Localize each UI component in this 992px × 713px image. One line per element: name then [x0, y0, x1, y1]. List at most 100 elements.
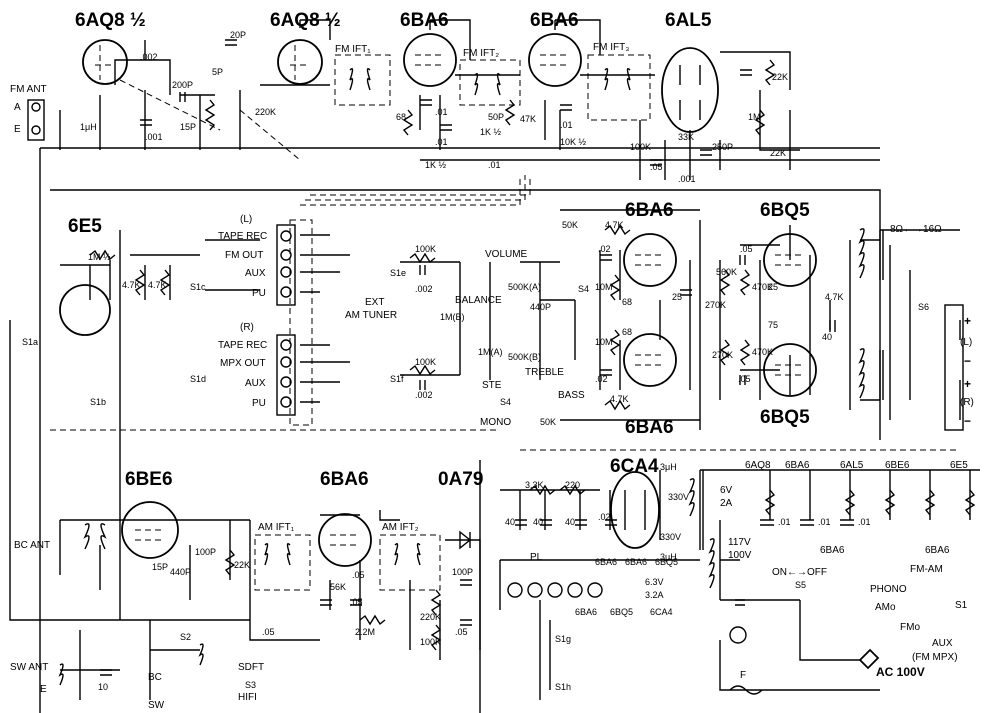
- label-heater-2a: 2A: [720, 498, 733, 509]
- value-r220: 220: [565, 480, 580, 490]
- value-c002: .002: [140, 52, 158, 62]
- value-c001a: .001: [145, 132, 163, 142]
- value-c01d: .01: [488, 160, 501, 170]
- value-r1ma: 1M(A): [478, 347, 503, 357]
- label-ant-a: A: [14, 102, 21, 113]
- label-mpx-out: MPX OUT: [220, 358, 266, 369]
- label-s1h: S1h: [555, 682, 571, 692]
- label-ac-100v: AC 100V: [876, 665, 925, 679]
- label-ext: EXT: [365, 297, 384, 308]
- am-section-wiring: [59, 460, 980, 713]
- label-sw-ant: SW ANT: [10, 662, 48, 673]
- label-tube-t4: 6BA6: [530, 10, 579, 31]
- value-r1k2b: 1K ½: [480, 127, 502, 137]
- label-s3: S3: [245, 680, 256, 690]
- label-heater-list-3: 6BQ5: [655, 557, 678, 567]
- label-sw: SW: [148, 700, 165, 711]
- tube-6al5: [661, 47, 719, 133]
- value-r1m2: 1M ½: [88, 252, 111, 262]
- value-c05g: .05: [455, 627, 468, 637]
- label-tube-t1: 6AQ8 ½: [75, 10, 146, 31]
- label-fuse: F: [740, 670, 746, 681]
- label-out-l: (L): [960, 337, 972, 348]
- label-plus-l: +: [964, 314, 971, 328]
- value-c01c: .01: [560, 120, 573, 130]
- value-c100pb: 100P: [452, 567, 473, 577]
- tube-6be6: [121, 501, 179, 559]
- label-filament-6: 6BA6: [820, 545, 845, 556]
- value-r22kb: 22K: [770, 148, 786, 158]
- value-c50p: 50P: [488, 112, 504, 122]
- label-filament-7: 6BA6: [925, 545, 950, 556]
- tube-6ca4: [610, 471, 660, 549]
- value-r220kb: 220K: [420, 612, 441, 622]
- value-c05b: .05: [740, 244, 753, 254]
- label-r-ch: (R): [240, 322, 254, 333]
- value-r56k: 56K: [330, 582, 346, 592]
- value-r270kb: 270K: [712, 350, 733, 360]
- value-c40b: 40: [505, 517, 515, 527]
- label-s1e: S1e: [390, 268, 406, 278]
- value-r47kc: 4.7K: [605, 220, 624, 230]
- label-hifi: HIFI: [238, 692, 257, 703]
- value-c05c: .05: [738, 374, 751, 384]
- label-sdft: SDFT: [238, 662, 264, 673]
- value-c40a: 40: [822, 332, 832, 342]
- label-fm-ift1: FM IFT₁: [335, 44, 371, 55]
- ift-boxes: [50, 54, 960, 591]
- label-plus-r: +: [964, 377, 971, 391]
- label-v100: 100V: [728, 550, 752, 561]
- label-sw-e: E: [40, 684, 47, 695]
- value-c02a: .02: [598, 244, 611, 254]
- value-c20p: 20P: [230, 30, 246, 40]
- value-c200p: 200P: [172, 80, 193, 90]
- tube-6ba6-am: [318, 513, 372, 567]
- value-r50ka: 50K: [562, 220, 578, 230]
- value-c01f: .01: [818, 517, 831, 527]
- label-s1f: S1f: [390, 374, 404, 384]
- label-sel-fm-mpx: (FM MPX): [912, 652, 958, 663]
- label-out-r: (R): [960, 397, 974, 408]
- label-aux-r: AUX: [245, 378, 266, 389]
- tube-6bq5-r: [763, 343, 817, 397]
- function-labels: FM ANT A E BC ANT SW ANT E BC SW (L) (R)…: [10, 84, 974, 711]
- label-tube-t9: 6BA6: [625, 417, 674, 438]
- value-c01e: .01: [778, 517, 791, 527]
- label-aux-l: AUX: [245, 268, 266, 279]
- value-r10k2: 10K ½: [560, 137, 587, 147]
- value-r500ka: 500K(A): [508, 282, 541, 292]
- label-heater-list-2: 6BA6: [625, 557, 647, 567]
- label-s1: S1: [955, 600, 968, 611]
- value-r47ke: 4.7K: [610, 394, 629, 404]
- value-c15pb: 15P: [152, 562, 168, 572]
- value-c440p: 440P: [530, 302, 551, 312]
- label-sel-fm-am: FM-AM: [910, 564, 943, 575]
- label-h63: 6.3V: [645, 577, 664, 587]
- label-heater-6v: 6V: [720, 485, 733, 496]
- value-r270ka: 270K: [705, 300, 726, 310]
- value-r68a: 68: [396, 112, 406, 122]
- ift-labels: FM IFT₁ FM IFT₂ FM IFT₃ AM IFT₁ AM IFT₂: [258, 42, 629, 533]
- label-s5: S5: [795, 580, 806, 590]
- value-r33kb: 3.3K: [525, 480, 544, 490]
- label-tube-t14: 6CA4: [610, 456, 659, 477]
- value-c440pb: 440P: [170, 567, 191, 577]
- value-c05e: .05: [350, 597, 363, 607]
- value-r1k2: 1K ½: [425, 160, 447, 170]
- value-c001b: .001: [678, 174, 696, 184]
- label-pu-r: PU: [252, 398, 266, 409]
- label-treble: TREBLE: [525, 367, 564, 378]
- value-c002b: .002: [415, 390, 433, 400]
- label-v117: 117V: [728, 537, 751, 548]
- label-fm-ift2: FM IFT₂: [463, 48, 499, 59]
- label-l-ch: (L): [240, 214, 252, 225]
- value-c5p: 5P: [212, 67, 223, 77]
- value-r1mb: 1M(B): [440, 312, 465, 322]
- value-r47k: 47K: [520, 114, 536, 124]
- misc-parts: [459, 530, 880, 695]
- value-r2m2: 2.2M: [355, 627, 375, 637]
- label-am-ift2: AM IFT₂: [382, 522, 419, 533]
- value-r10ma: 10M: [595, 282, 613, 292]
- value-c40c: 40: [533, 517, 543, 527]
